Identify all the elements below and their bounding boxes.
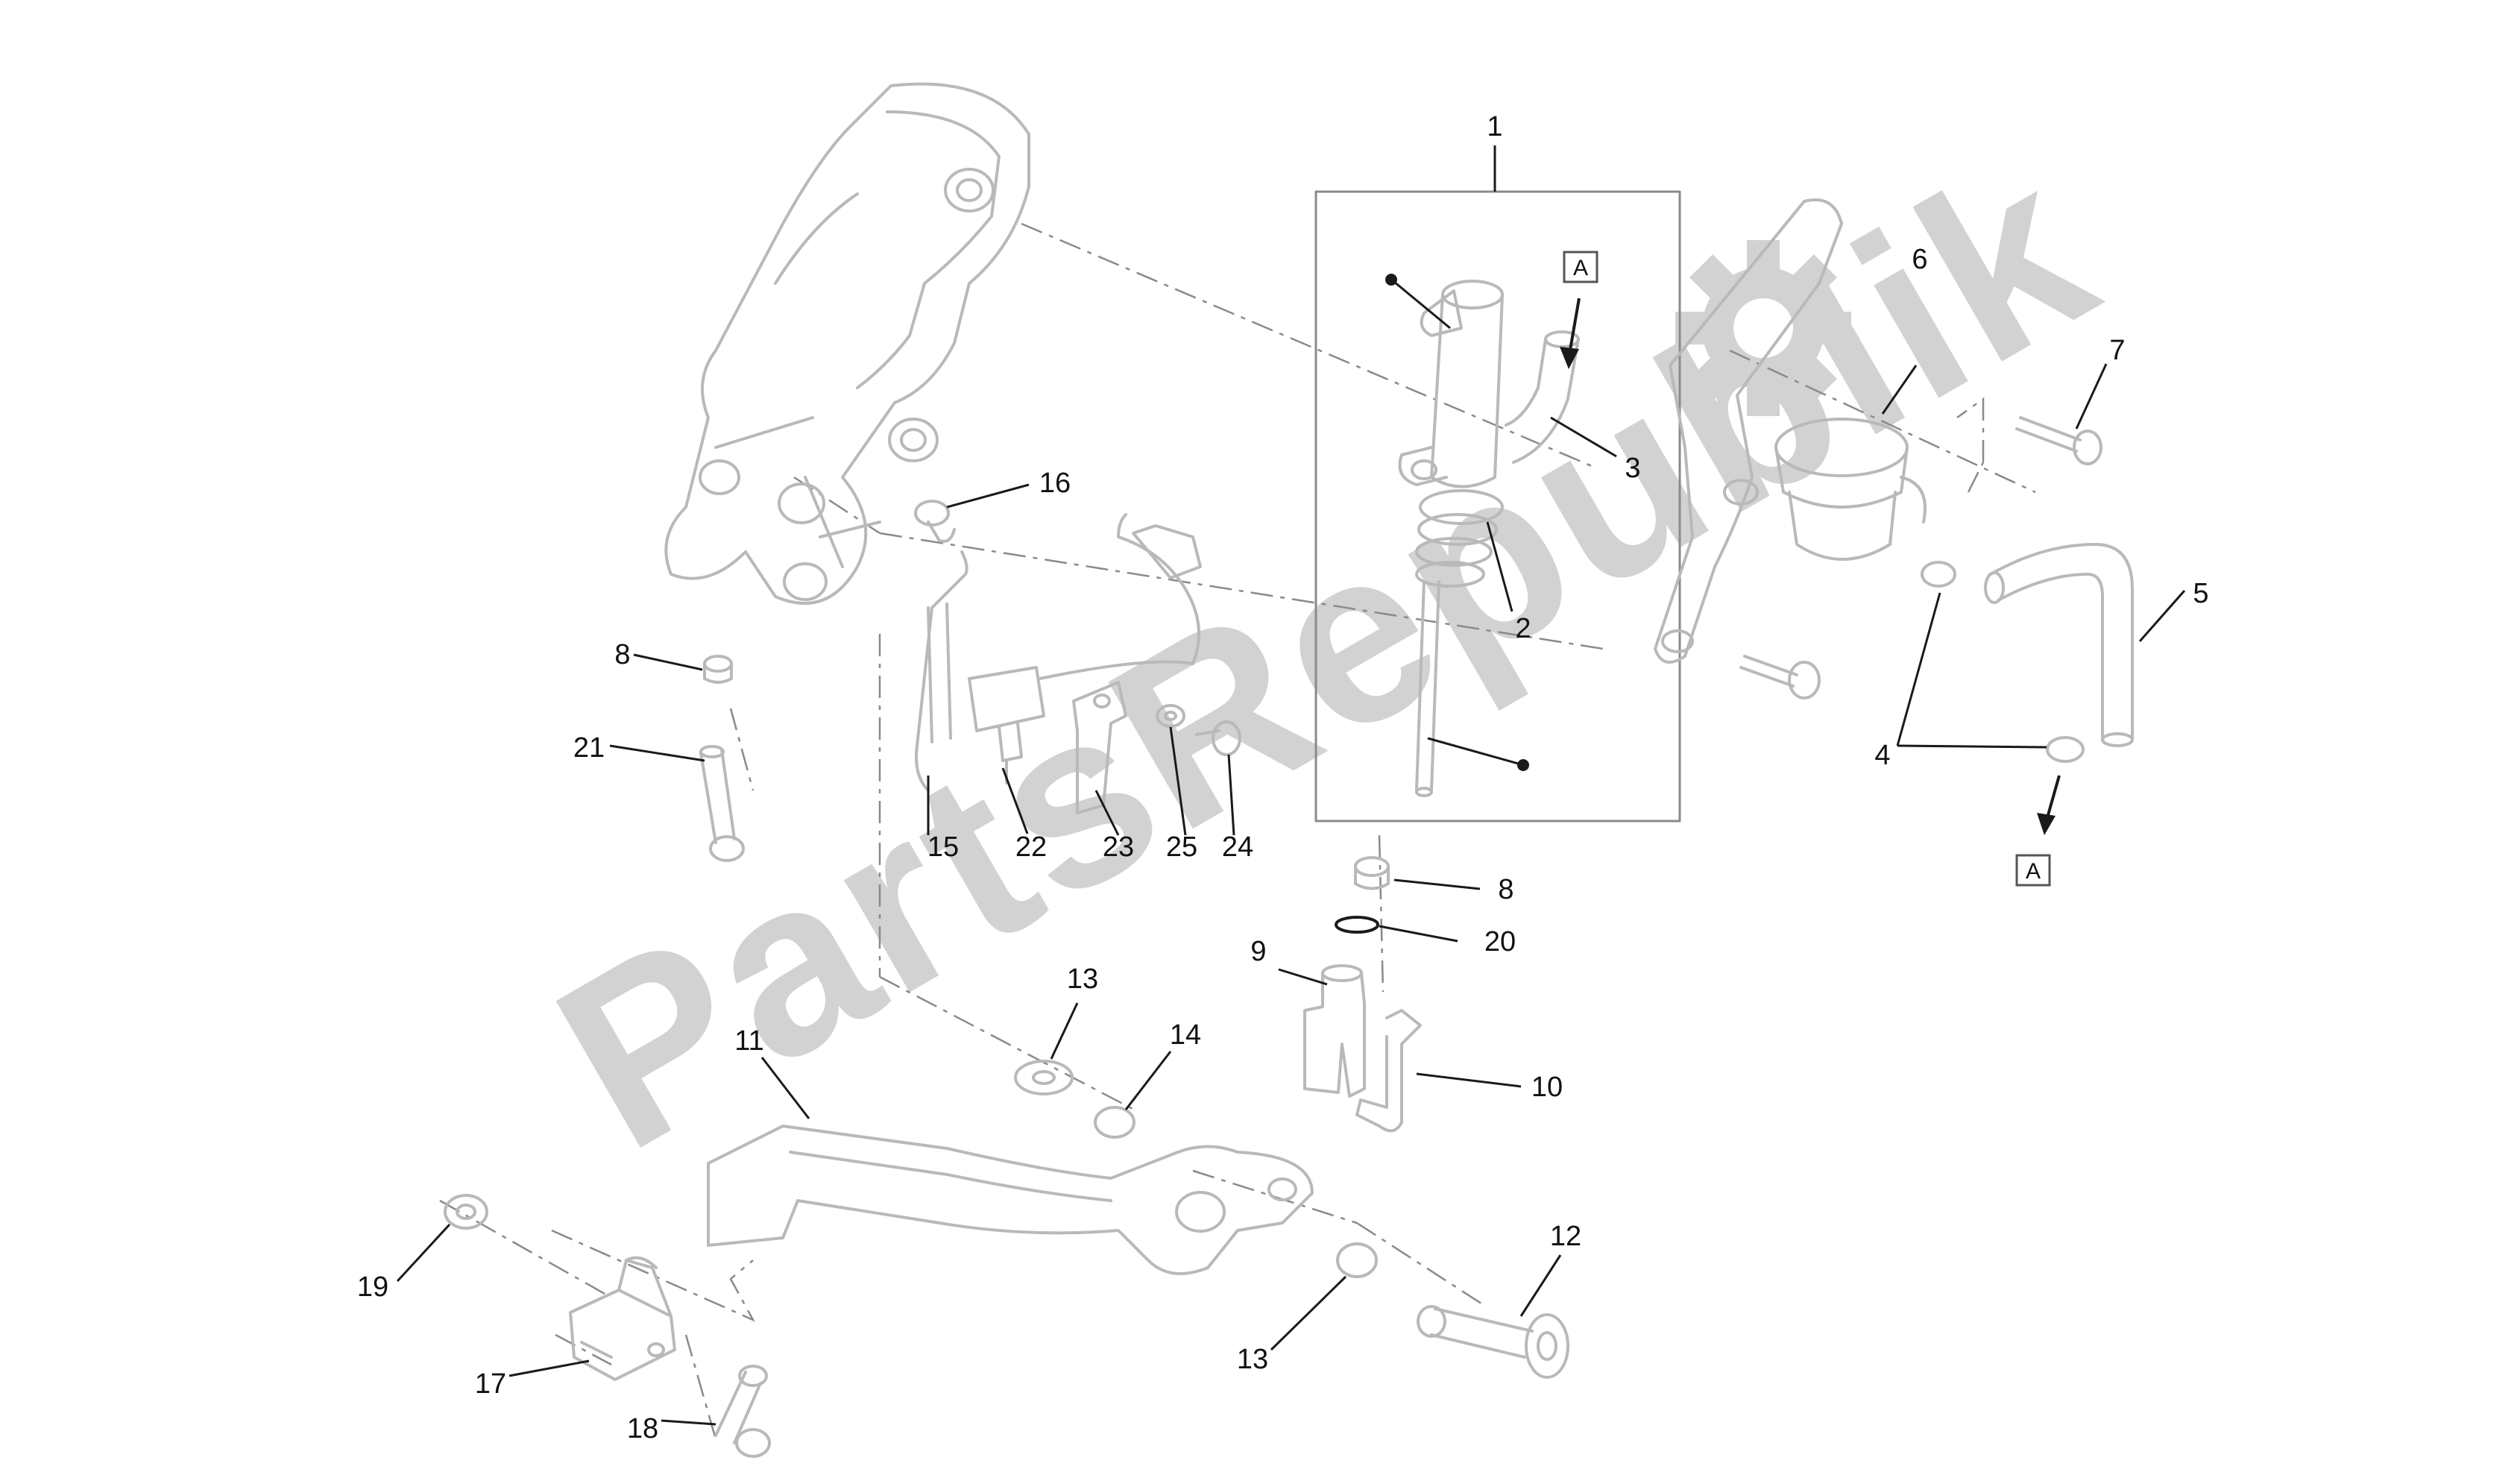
callout-22: 22: [1015, 831, 1047, 863]
callout-labels: 1 2 3 4 5 6 7 8 8 9 10 11 12 13 13 14 15…: [357, 111, 2209, 1444]
callout-19: 19: [357, 1271, 388, 1303]
svg-text:A: A: [1573, 256, 1588, 280]
bolt-16: [914, 500, 956, 543]
clevis-pin-10: [1355, 1009, 1422, 1133]
callout-8-upper: 8: [614, 639, 630, 670]
washer-13-lower: [1336, 1242, 1378, 1278]
callout-7: 7: [2109, 335, 2125, 366]
brake-fluid-reservoir: [1774, 418, 1927, 561]
pivot-bolt-12: [1417, 1305, 1569, 1379]
callout-2: 2: [1515, 613, 1531, 644]
callout-15: 15: [927, 831, 959, 863]
rear-brake-master-cylinder: [1398, 280, 1580, 797]
callout-6: 6: [1912, 244, 1927, 275]
callout-1: 1: [1487, 111, 1502, 142]
parts: [444, 82, 2134, 1458]
hose-clamp-upper: [1921, 561, 1956, 588]
callout-17: 17: [475, 1368, 506, 1400]
bracket-bolt: [1739, 655, 1821, 699]
callout-8-lower: 8: [1498, 874, 1513, 905]
washer-13-upper: [1014, 1060, 1074, 1095]
screw-18: [714, 1365, 771, 1458]
footrest-bracket: [664, 82, 1030, 605]
reservoir-hose: [1984, 543, 2134, 747]
callout-10: 10: [1531, 1072, 1563, 1103]
o-ring-20: [1335, 916, 1379, 934]
callout-11: 11: [734, 1025, 763, 1057]
leader-dots: [1385, 274, 1529, 771]
reference-marker-bottom: A: [2015, 854, 2051, 887]
callout-23: 23: [1103, 831, 1134, 863]
callout-4: 4: [1874, 740, 1890, 771]
callout-16: 16: [1039, 468, 1071, 499]
callout-20: 20: [1484, 926, 1516, 957]
reference-marker-top: A: [1563, 251, 1598, 283]
callout-9: 9: [1250, 936, 1266, 967]
bush-8-lower: [1354, 856, 1390, 890]
brake-pedal-lever: [707, 1125, 1314, 1275]
callout-13-upper: 13: [1067, 963, 1098, 995]
reservoir-bracket: [1654, 198, 1843, 664]
nut-19: [444, 1194, 488, 1230]
callout-5: 5: [2193, 578, 2208, 609]
callout-21: 21: [573, 732, 605, 764]
return-spring: [915, 550, 968, 792]
callout-14: 14: [1170, 1019, 1201, 1051]
leader-lines: [396, 145, 2186, 1426]
callout-12: 12: [1550, 1221, 1581, 1252]
callout-18: 18: [627, 1413, 658, 1444]
callout-13-lower: 13: [1237, 1344, 1268, 1375]
pin-21: [699, 745, 745, 862]
master-cylinder-kit-box: [1314, 190, 1681, 823]
circlip-14: [1094, 1106, 1135, 1139]
svg-text:A: A: [2026, 859, 2041, 884]
callout-25: 25: [1166, 831, 1197, 863]
callout-3: 3: [1625, 453, 1640, 484]
washer-25: [1156, 704, 1185, 728]
bolt-7: [2015, 416, 2102, 465]
hose-clamp-lower: [2046, 736, 2085, 763]
switch-bracket: [1072, 681, 1127, 814]
clevis-9: [1303, 964, 1366, 1098]
screw-24: [1195, 720, 1241, 756]
arrow-down-icon: [1560, 298, 2061, 835]
pedal-tip-17: [569, 1256, 676, 1381]
bush-8-upper: [703, 655, 733, 684]
callout-24: 24: [1222, 831, 1253, 863]
